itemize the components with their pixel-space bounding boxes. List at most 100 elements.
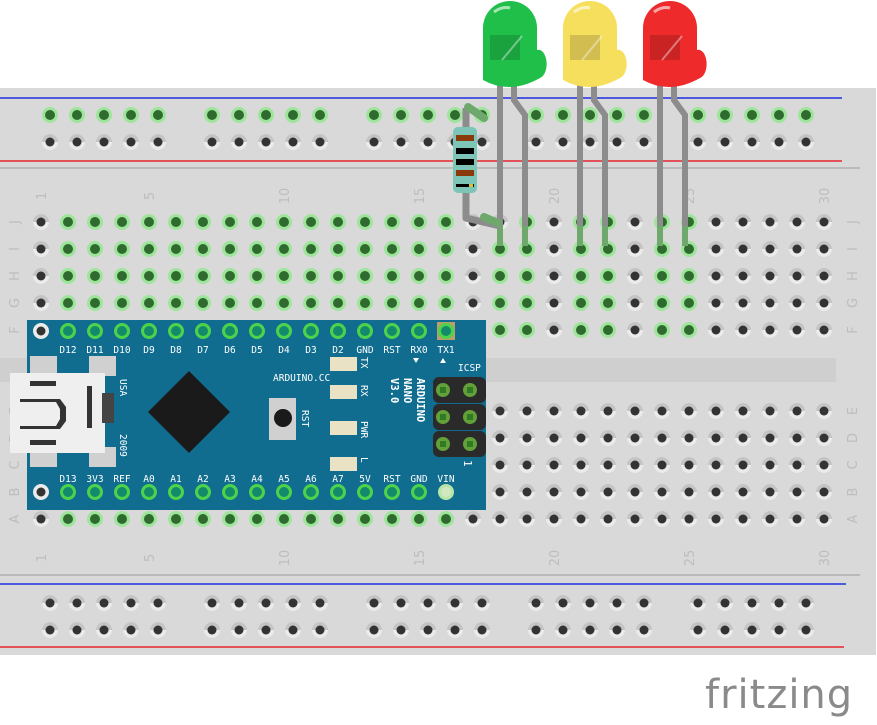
breadboard-hole[interactable] <box>654 403 670 419</box>
breadboard-hole[interactable] <box>276 511 292 527</box>
breadboard-hole[interactable] <box>168 241 184 257</box>
breadboard-hole[interactable] <box>546 241 562 257</box>
breadboard-hole[interactable] <box>249 511 265 527</box>
breadboard-hole[interactable] <box>447 595 463 611</box>
breadboard-hole[interactable] <box>420 107 436 123</box>
breadboard-hole[interactable] <box>528 595 544 611</box>
breadboard-hole[interactable] <box>717 622 733 638</box>
breadboard-hole[interactable] <box>519 484 535 500</box>
breadboard-hole[interactable] <box>330 511 346 527</box>
breadboard-hole[interactable] <box>393 622 409 638</box>
breadboard-hole[interactable] <box>465 295 481 311</box>
breadboard-hole[interactable] <box>492 241 508 257</box>
breadboard-hole[interactable] <box>411 511 427 527</box>
nano-pin[interactable] <box>384 323 400 339</box>
usb-connector[interactable] <box>10 373 114 453</box>
breadboard-hole[interactable] <box>87 295 103 311</box>
breadboard-hole[interactable] <box>60 214 76 230</box>
breadboard-hole[interactable] <box>312 134 328 150</box>
breadboard-hole[interactable] <box>546 214 562 230</box>
breadboard-hole[interactable] <box>528 107 544 123</box>
nano-pin[interactable] <box>249 323 265 339</box>
breadboard-hole[interactable] <box>195 214 211 230</box>
breadboard-hole[interactable] <box>789 430 805 446</box>
breadboard-hole[interactable] <box>438 511 454 527</box>
breadboard-hole[interactable] <box>771 134 787 150</box>
nano-pin[interactable] <box>249 484 265 500</box>
breadboard-hole[interactable] <box>492 430 508 446</box>
breadboard-hole[interactable] <box>258 622 274 638</box>
nano-pin[interactable] <box>303 323 319 339</box>
breadboard-hole[interactable] <box>366 622 382 638</box>
breadboard-hole[interactable] <box>681 484 697 500</box>
breadboard-hole[interactable] <box>627 322 643 338</box>
breadboard-hole[interactable] <box>573 268 589 284</box>
breadboard-hole[interactable] <box>573 457 589 473</box>
breadboard-hole[interactable] <box>330 295 346 311</box>
breadboard-hole[interactable] <box>204 622 220 638</box>
breadboard-hole[interactable] <box>681 511 697 527</box>
breadboard-hole[interactable] <box>114 295 130 311</box>
breadboard-hole[interactable] <box>519 457 535 473</box>
breadboard-hole[interactable] <box>573 295 589 311</box>
breadboard-hole[interactable] <box>816 457 832 473</box>
breadboard-hole[interactable] <box>816 403 832 419</box>
breadboard-hole[interactable] <box>42 595 58 611</box>
breadboard-hole[interactable] <box>573 511 589 527</box>
breadboard-hole[interactable] <box>582 134 598 150</box>
breadboard-hole[interactable] <box>114 214 130 230</box>
breadboard-hole[interactable] <box>717 595 733 611</box>
breadboard-hole[interactable] <box>492 322 508 338</box>
nano-pin[interactable] <box>437 322 455 340</box>
breadboard-hole[interactable] <box>582 107 598 123</box>
nano-pin[interactable] <box>60 323 76 339</box>
breadboard-hole[interactable] <box>762 268 778 284</box>
breadboard-hole[interactable] <box>60 241 76 257</box>
breadboard-hole[interactable] <box>816 241 832 257</box>
breadboard-hole[interactable] <box>393 595 409 611</box>
breadboard-hole[interactable] <box>555 622 571 638</box>
breadboard-hole[interactable] <box>123 134 139 150</box>
breadboard-hole[interactable] <box>411 241 427 257</box>
nano-pin[interactable] <box>276 323 292 339</box>
breadboard-hole[interactable] <box>636 134 652 150</box>
breadboard-hole[interactable] <box>555 134 571 150</box>
breadboard-hole[interactable] <box>762 214 778 230</box>
breadboard-hole[interactable] <box>798 107 814 123</box>
breadboard-hole[interactable] <box>798 134 814 150</box>
breadboard-hole[interactable] <box>276 268 292 284</box>
breadboard-hole[interactable] <box>420 622 436 638</box>
breadboard-hole[interactable] <box>168 268 184 284</box>
breadboard-hole[interactable] <box>492 295 508 311</box>
breadboard-hole[interactable] <box>222 295 238 311</box>
breadboard-hole[interactable] <box>798 622 814 638</box>
breadboard-hole[interactable] <box>735 457 751 473</box>
breadboard-hole[interactable] <box>627 484 643 500</box>
breadboard-hole[interactable] <box>816 322 832 338</box>
breadboard-hole[interactable] <box>636 107 652 123</box>
breadboard-hole[interactable] <box>717 107 733 123</box>
breadboard-hole[interactable] <box>627 214 643 230</box>
breadboard-hole[interactable] <box>303 511 319 527</box>
breadboard-hole[interactable] <box>303 241 319 257</box>
breadboard-hole[interactable] <box>654 322 670 338</box>
breadboard-hole[interactable] <box>762 430 778 446</box>
icsp-header[interactable] <box>433 377 486 457</box>
breadboard-hole[interactable] <box>492 268 508 284</box>
breadboard-hole[interactable] <box>366 134 382 150</box>
breadboard-hole[interactable] <box>789 511 805 527</box>
nano-pin[interactable] <box>357 484 373 500</box>
led-red[interactable] <box>643 1 707 246</box>
breadboard-hole[interactable] <box>114 241 130 257</box>
breadboard-hole[interactable] <box>411 214 427 230</box>
breadboard-hole[interactable] <box>519 403 535 419</box>
resistor[interactable] <box>453 103 502 230</box>
breadboard-hole[interactable] <box>708 268 724 284</box>
breadboard-hole[interactable] <box>465 241 481 257</box>
breadboard-hole[interactable] <box>789 403 805 419</box>
nano-pin[interactable] <box>168 323 184 339</box>
breadboard-hole[interactable] <box>636 622 652 638</box>
led-green[interactable] <box>483 1 547 246</box>
breadboard-hole[interactable] <box>42 622 58 638</box>
